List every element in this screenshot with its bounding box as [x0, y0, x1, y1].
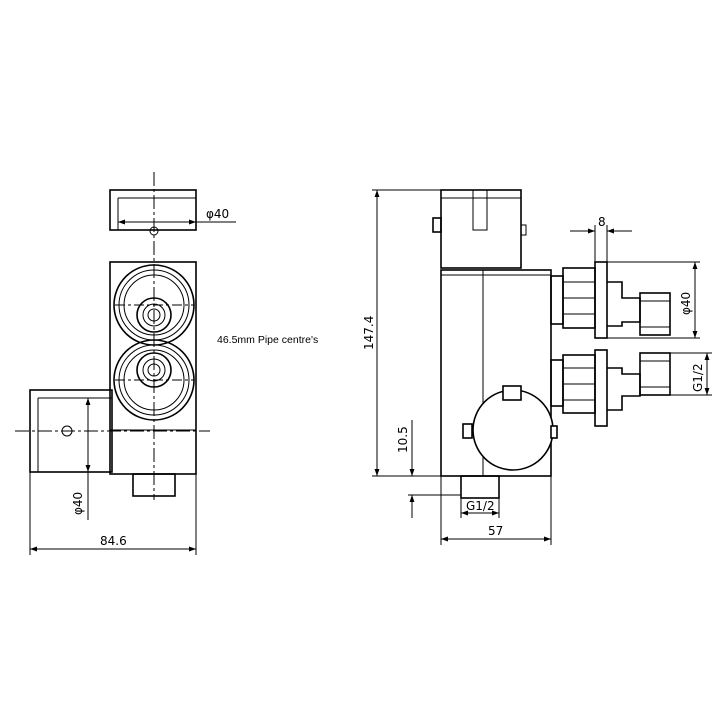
- front-width-label: 84.6: [100, 534, 127, 548]
- side-width-label: 57: [488, 524, 503, 538]
- side-top-cap: [440, 189, 522, 269]
- front-left-diameter-label: φ40: [71, 492, 85, 515]
- side-upper-fitting: [550, 261, 671, 339]
- side-right-thread-dim: G1/2: [670, 352, 712, 396]
- front-top-diameter-dim: φ40: [118, 207, 236, 225]
- front-body: [109, 261, 197, 475]
- side-lower-fitting: [550, 349, 671, 427]
- front-left-diameter-dim: φ40: [71, 398, 91, 520]
- side-fitting-width-label: 8: [598, 215, 606, 229]
- side-control-knob: [462, 385, 558, 471]
- front-top-diameter-label: φ40: [206, 207, 229, 221]
- front-top-cap: [109, 189, 197, 231]
- side-inlet-height-dim: 10.5: [396, 420, 461, 518]
- pipe-centres-note: 46.5mm Pipe centre's: [217, 334, 318, 346]
- side-fitting-diameter-dim: φ40: [607, 261, 700, 339]
- side-bottom-thread-label: G1/2: [466, 499, 495, 513]
- side-view: 147.4 10.5 G1/2 57: [362, 189, 712, 545]
- side-fitting-width-dim: 8: [570, 215, 632, 262]
- side-bottom-connector: [460, 475, 500, 499]
- front-view: φ40 φ40 84.6 46.5mm Pipe centre's: [15, 172, 318, 555]
- side-right-thread-label: G1/2: [691, 363, 705, 392]
- side-bottom-thread-dim: G1/2: [460, 498, 500, 518]
- side-height-label: 147.4: [362, 316, 376, 350]
- side-fitting-diameter-label: φ40: [679, 292, 693, 315]
- side-left-pin: [432, 217, 442, 233]
- side-width-dim: 57: [440, 476, 552, 545]
- front-centre-lines: [15, 172, 210, 500]
- side-inlet-height-label: 10.5: [396, 426, 410, 453]
- front-width-dim: 84.6: [29, 472, 197, 555]
